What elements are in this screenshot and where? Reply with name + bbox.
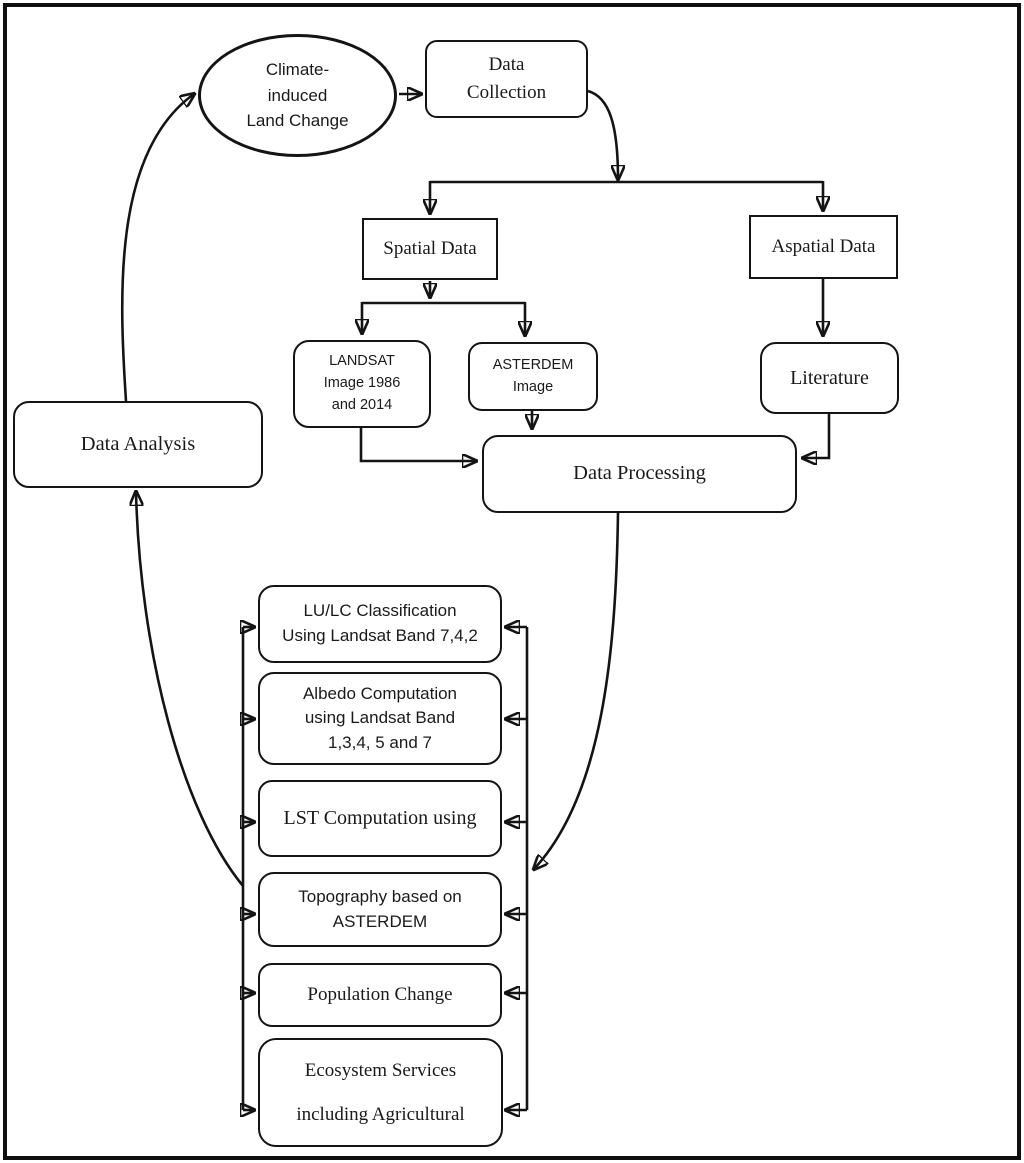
node-data-analysis: Data Analysis xyxy=(13,401,263,488)
node-population-change: Population Change xyxy=(258,963,502,1027)
node-data-collection: Data Collection xyxy=(425,40,588,118)
node-ecosystem-services: Ecosystem Services including Agricultura… xyxy=(258,1038,503,1147)
arrow-data-analysis-to-climate xyxy=(120,94,194,402)
node-albedo-computation: Albedo Computation using Landsat Band 1,… xyxy=(258,672,502,765)
node-literature: Literature xyxy=(760,342,899,414)
node-data-processing: Data Processing xyxy=(482,435,797,513)
arrow-literature-to-processing xyxy=(803,414,831,458)
arrow-landsat-to-processing xyxy=(359,428,476,461)
node-asterdem-image: ASTERDEM Image xyxy=(468,342,598,411)
node-lulc-classification: LU/LC Classification Using Landsat Band … xyxy=(258,585,502,663)
node-climate-induced-land-change: Climate- induced Land Change xyxy=(198,34,397,157)
node-spatial-data: Spatial Data xyxy=(362,218,498,280)
node-topography: Topography based on ASTERDEM xyxy=(258,872,502,947)
node-landsat-image: LANDSAT Image 1986 and 2014 xyxy=(293,340,431,428)
node-aspatial-data: Aspatial Data xyxy=(749,215,898,279)
arrow-data-collection-to-junction xyxy=(587,89,618,179)
arrow-rail-to-data-analysis xyxy=(136,492,245,887)
node-lst-computation: LST Computation using xyxy=(258,780,502,857)
arrow-processing-to-rail xyxy=(534,512,620,869)
